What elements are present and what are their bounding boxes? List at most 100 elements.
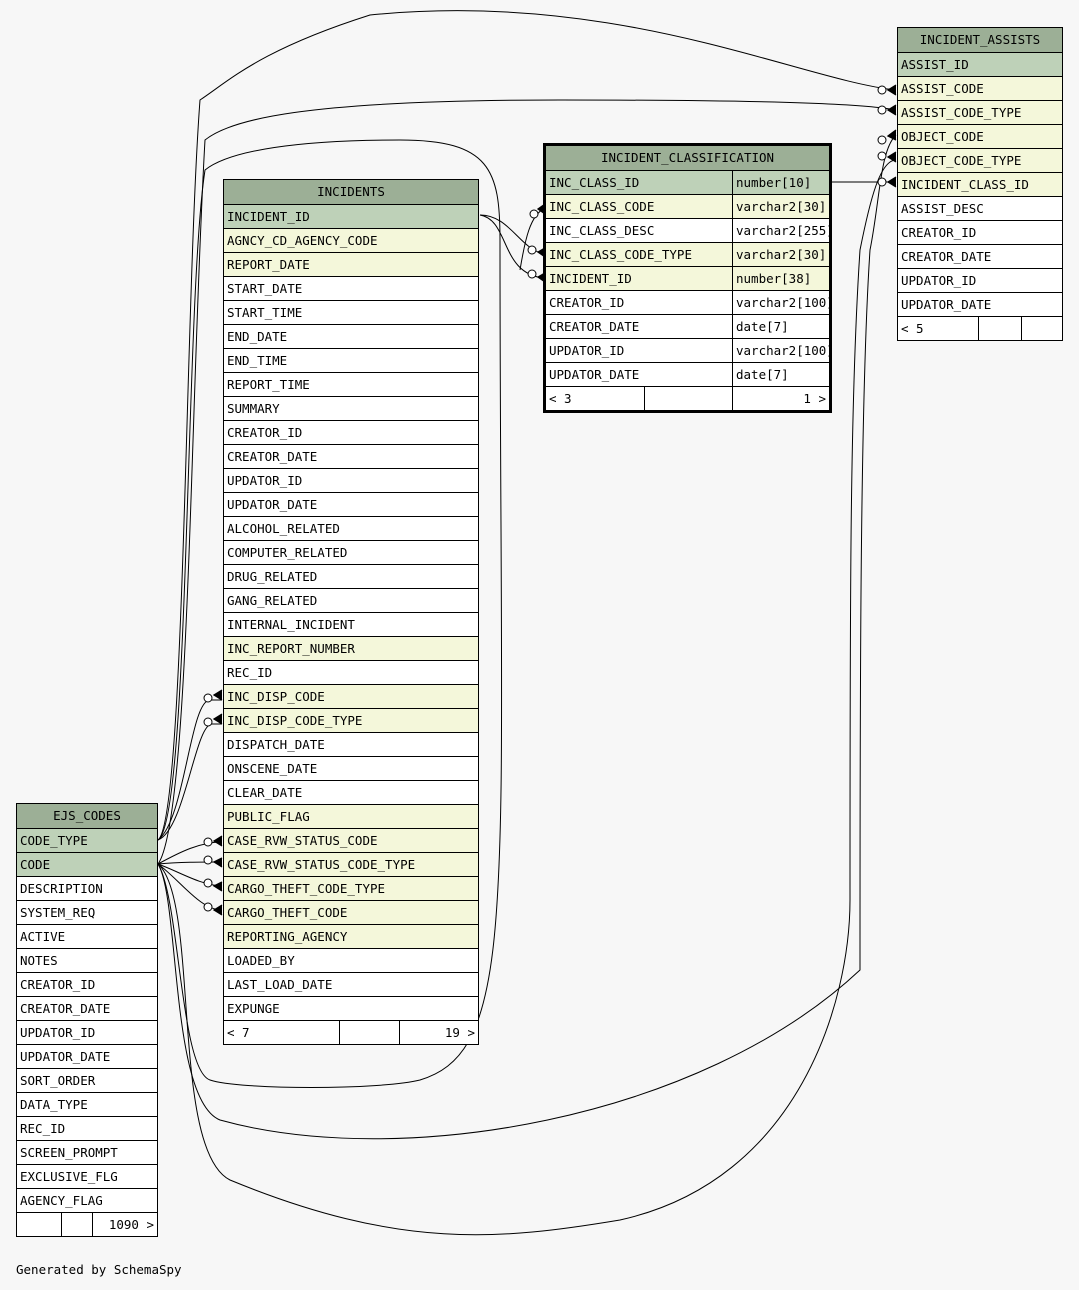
column-name: CODE: [20, 857, 51, 872]
table-row[interactable]: SUMMARY: [224, 396, 478, 420]
table-row[interactable]: UPDATOR_ID: [224, 468, 478, 492]
table-row[interactable]: EXPUNGE: [224, 996, 478, 1020]
table-row[interactable]: UPDATOR_DATE: [17, 1044, 157, 1068]
table-row[interactable]: START_TIME: [224, 300, 478, 324]
table-row[interactable]: LAST_LOAD_DATE: [224, 972, 478, 996]
table-row[interactable]: INC_REPORT_NUMBER: [224, 636, 478, 660]
column-name: GANG_RELATED: [227, 593, 318, 608]
table-row[interactable]: CODE: [17, 852, 157, 876]
table-row[interactable]: GANG_RELATED: [224, 588, 478, 612]
table-row[interactable]: CREATOR_ID: [898, 220, 1062, 244]
column-name: CREATOR_ID: [549, 295, 625, 310]
link-ejs-inc-class-code: [157, 139, 503, 1088]
column-name: INCIDENT_CLASS_ID: [901, 177, 1029, 192]
table-row[interactable]: ONSCENE_DATE: [224, 756, 478, 780]
table-row[interactable]: CARGO_THEFT_CODE: [224, 900, 478, 924]
footer-cell[interactable]: 19 >: [399, 1021, 478, 1044]
table-row[interactable]: SORT_ORDER: [17, 1068, 157, 1092]
table-row[interactable]: START_DATE: [224, 276, 478, 300]
table-row[interactable]: OBJECT_CODE: [898, 124, 1062, 148]
table-row[interactable]: AGNCY_CD_AGENCY_CODE: [224, 228, 478, 252]
column-name: LOADED_BY: [227, 953, 295, 968]
table-row[interactable]: REPORT_TIME: [224, 372, 478, 396]
table-row[interactable]: CREATOR_DATE: [224, 444, 478, 468]
table-row[interactable]: EXCLUSIVE_FLG: [17, 1164, 157, 1188]
table-row[interactable]: REC_ID: [17, 1116, 157, 1140]
link-ejs-object-code-type: [157, 159, 897, 1236]
table-row[interactable]: CLEAR_DATE: [224, 780, 478, 804]
table-row[interactable]: ASSIST_CODE_TYPE: [898, 100, 1062, 124]
table-name: EJS_CODES: [53, 808, 121, 823]
table-row[interactable]: CREATOR_ID: [224, 420, 478, 444]
footer-cell[interactable]: [17, 1213, 61, 1236]
table-row[interactable]: END_DATE: [224, 324, 478, 348]
table-row[interactable]: CODE_TYPE: [17, 828, 157, 852]
table-row[interactable]: INCIDENT_ID: [224, 204, 478, 228]
table-row[interactable]: CREATOR_DATE: [898, 244, 1062, 268]
table-row[interactable]: DATA_TYPE: [17, 1092, 157, 1116]
table-row[interactable]: ASSIST_DESC: [898, 196, 1062, 220]
table-row[interactable]: CREATOR_DATE: [17, 996, 157, 1020]
column-type: number[10]: [732, 171, 829, 194]
table-row[interactable]: REPORT_DATE: [224, 252, 478, 276]
column-name: REC_ID: [227, 665, 273, 680]
table-row[interactable]: AGENCY_FLAG: [17, 1188, 157, 1212]
table-row[interactable]: INC_DISP_CODE_TYPE: [224, 708, 478, 732]
table-row[interactable]: REC_ID: [224, 660, 478, 684]
table-row[interactable]: REPORTING_AGENCY: [224, 924, 478, 948]
table-row[interactable]: INC_DISP_CODE: [224, 684, 478, 708]
table-row[interactable]: ALCOHOL_RELATED: [224, 516, 478, 540]
table-row[interactable]: INTERNAL_INCIDENT: [224, 612, 478, 636]
table-row[interactable]: END_TIME: [224, 348, 478, 372]
table-row[interactable]: CARGO_THEFT_CODE_TYPE: [224, 876, 478, 900]
table-row[interactable]: UPDATOR_DATE: [224, 492, 478, 516]
footer-cell[interactable]: < 3: [549, 391, 572, 406]
footer-cell[interactable]: < 7: [227, 1025, 250, 1040]
table-row[interactable]: ASSIST_ID: [898, 52, 1062, 76]
table-row[interactable]: CASE_RVW_STATUS_CODE_TYPE: [224, 852, 478, 876]
footer-cell[interactable]: [1021, 317, 1062, 340]
column-name: ACTIVE: [20, 929, 66, 944]
column-name: AGNCY_CD_AGENCY_CODE: [227, 233, 378, 248]
table-row[interactable]: LOADED_BY: [224, 948, 478, 972]
table-row[interactable]: UPDATOR_ID: [898, 268, 1062, 292]
table-row[interactable]: CASE_RVW_STATUS_CODE: [224, 828, 478, 852]
table-row[interactable]: UPDATOR_ID: [17, 1020, 157, 1044]
table-row[interactable]: OBJECT_CODE_TYPE: [898, 148, 1062, 172]
table-row[interactable]: UPDATOR_DATE: [898, 292, 1062, 316]
footer-cell[interactable]: 1 >: [732, 387, 829, 410]
column-name: INC_REPORT_NUMBER: [227, 641, 355, 656]
table-row[interactable]: DESCRIPTION: [17, 876, 157, 900]
column-name: COMPUTER_RELATED: [227, 545, 348, 560]
table-row[interactable]: DRUG_RELATED: [224, 564, 478, 588]
column-type: date[7]: [732, 363, 829, 386]
table-row[interactable]: ASSIST_CODE: [898, 76, 1062, 100]
footer-cell[interactable]: 1090 >: [92, 1213, 157, 1236]
table-row[interactable]: NOTES: [17, 948, 157, 972]
table-row[interactable]: SYSTEM_REQ: [17, 900, 157, 924]
table-row[interactable]: CREATOR_ID: [17, 972, 157, 996]
table-row[interactable]: INCIDENT_CLASS_ID: [898, 172, 1062, 196]
column-type: varchar2[100]: [732, 291, 829, 314]
column-name: UPDATOR_ID: [549, 343, 625, 358]
table-row[interactable]: PUBLIC_FLAG: [224, 804, 478, 828]
table-row[interactable]: SCREEN_PROMPT: [17, 1140, 157, 1164]
table-row[interactable]: ACTIVE: [17, 924, 157, 948]
table-row[interactable]: DISPATCH_DATE: [224, 732, 478, 756]
footer-cell[interactable]: < 5: [901, 321, 924, 336]
table-row[interactable]: COMPUTER_RELATED: [224, 540, 478, 564]
table-row[interactable]: CREATOR_ID varchar2[100]: [546, 290, 829, 314]
